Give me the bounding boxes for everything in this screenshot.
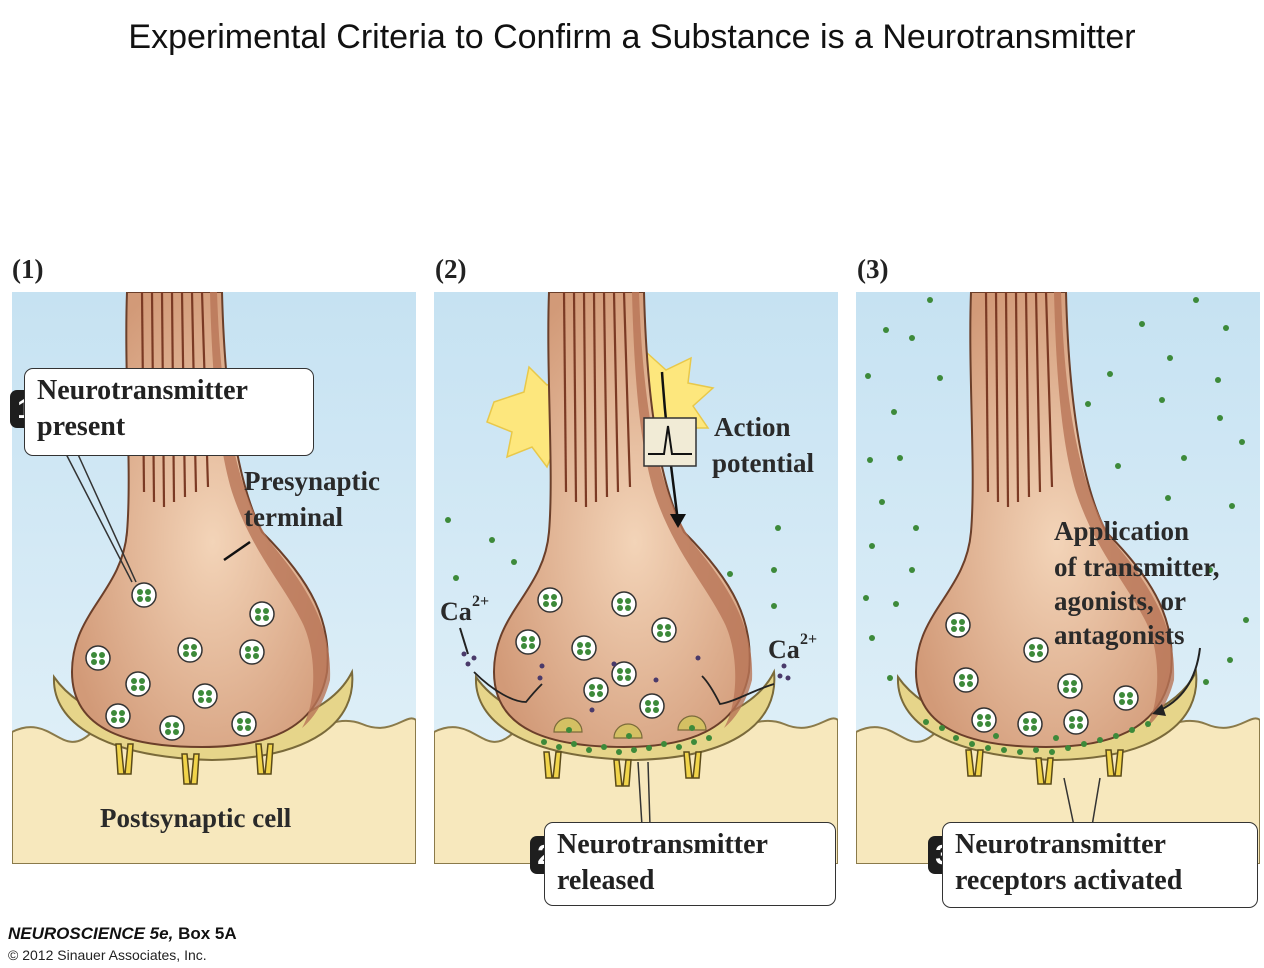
calcium-ions bbox=[461, 651, 791, 713]
receptors bbox=[115, 743, 274, 785]
application-label: Application bbox=[1054, 516, 1189, 546]
terminal-label: terminal bbox=[244, 502, 343, 532]
callout-neurotransmitter-present: Neurotransmitter present bbox=[24, 368, 314, 456]
callout-2-line-1: Neurotransmitter bbox=[557, 829, 768, 860]
calcium-charge-right: 2+ bbox=[800, 631, 817, 648]
copyright: © 2012 Sinauer Associates, Inc. bbox=[8, 947, 207, 963]
callout-neurotransmitter-released: Neurotransmitter released bbox=[544, 822, 836, 906]
postsynaptic-cell-label: Postsynaptic cell bbox=[100, 803, 292, 833]
callout-3-line-2: receptors activated bbox=[955, 865, 1183, 896]
action-label: Action bbox=[714, 412, 791, 442]
myelin-edge bbox=[210, 292, 331, 728]
book-credit: NEUROSCIENCE 5e, Box 5A bbox=[8, 924, 237, 944]
callout-2-pointer bbox=[637, 761, 643, 827]
calcium-charge-left: 2+ bbox=[472, 593, 489, 610]
callout-receptors-activated: Neurotransmitter receptors activated bbox=[942, 822, 1258, 908]
panel-2-illustration: Action potential Ca 2+ Ca 2+ bbox=[434, 292, 838, 864]
callout-2-line-2: released bbox=[557, 865, 655, 896]
callout-1-line-2: present bbox=[37, 411, 126, 442]
calcium-arrow-left bbox=[473, 671, 543, 703]
panel-3-number: (3) bbox=[857, 254, 889, 284]
callout-1-line-1: Neurotransmitter bbox=[37, 375, 248, 406]
vesicles bbox=[945, 612, 1139, 737]
vesicles bbox=[515, 587, 677, 719]
calcium-arrow-right bbox=[701, 675, 775, 705]
receptors bbox=[543, 751, 702, 787]
myelin-edge bbox=[1054, 292, 1175, 728]
axon-fibers bbox=[562, 292, 632, 508]
book-title: NEUROSCIENCE 5e, bbox=[8, 924, 174, 943]
callout-1-pointer bbox=[63, 449, 133, 583]
receptors bbox=[965, 749, 1124, 785]
axon-fibers bbox=[984, 292, 1054, 508]
panel-2-number: (2) bbox=[435, 254, 467, 284]
applied-transmitter bbox=[863, 297, 1249, 755]
action-potential-trace bbox=[648, 425, 692, 455]
potential-label: potential bbox=[712, 448, 815, 478]
released-transmitter bbox=[445, 517, 781, 755]
box-label: Box 5A bbox=[178, 924, 237, 943]
presynaptic-label: Presynaptic bbox=[244, 466, 380, 496]
terminal-marker bbox=[223, 540, 251, 562]
calcium-label-left: Ca bbox=[440, 597, 472, 626]
agonists-label: agonists, or bbox=[1054, 586, 1186, 616]
vesicles bbox=[85, 582, 275, 741]
panel-1-number: (1) bbox=[12, 254, 44, 284]
calcium-label-right: Ca bbox=[768, 635, 800, 664]
slide-title: Experimental Criteria to Confirm a Subst… bbox=[128, 18, 1136, 56]
antagonists-label: antagonists bbox=[1054, 620, 1185, 650]
panel-3-illustration: Application of transmitter, agonists, or… bbox=[856, 292, 1260, 864]
of-transmitter-label: of transmitter, bbox=[1054, 552, 1219, 582]
callout-3-pointer bbox=[1063, 777, 1101, 827]
myelin-edge bbox=[632, 292, 753, 728]
fusing-vesicles bbox=[553, 715, 707, 739]
callout-3-line-1: Neurotransmitter bbox=[955, 829, 1166, 860]
